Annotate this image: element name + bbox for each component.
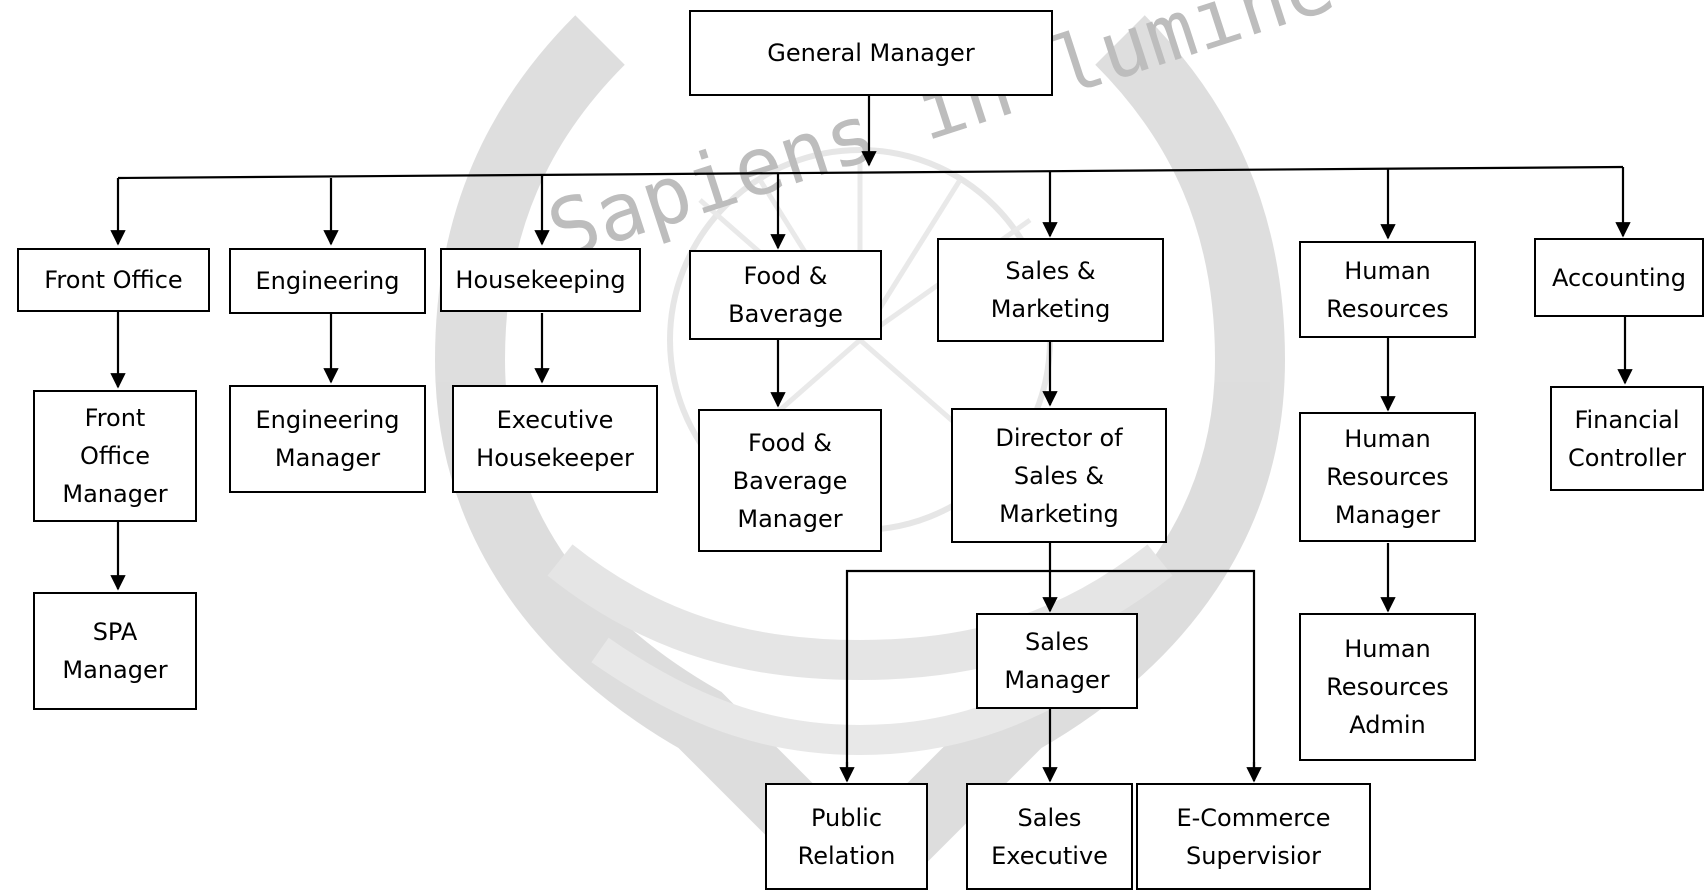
- node-label: Engineering Manager: [255, 406, 400, 472]
- connector-sales-bracket: [845, 569, 1256, 780]
- node-front-office-manager: Front Office Manager: [33, 390, 197, 522]
- node-general-manager: General Manager: [689, 10, 1053, 96]
- node-human-resources-manager: Human Resources Manager: [1299, 412, 1476, 542]
- node-sales-executive: Sales Executive: [966, 783, 1133, 890]
- node-spa-manager: SPA Manager: [33, 592, 197, 710]
- node-human-resources-admin: Human Resources Admin: [1299, 613, 1476, 761]
- node-engineering: Engineering: [229, 248, 426, 314]
- node-label: Sales Executive: [991, 803, 1108, 870]
- node-accounting: Accounting: [1534, 238, 1704, 317]
- node-label: Financial Controller: [1567, 405, 1687, 472]
- node-label: Front Office: [44, 266, 183, 294]
- node-label: Front Office Manager: [62, 404, 168, 508]
- node-front-office: Front Office: [17, 248, 210, 312]
- connector-bus: [117, 165, 1624, 180]
- node-label: Sales Manager: [1004, 628, 1110, 694]
- node-director-sales-marketing: Director of Sales & Marketing: [951, 408, 1167, 543]
- node-ecommerce-supervisor: E-Commerce Supervisior: [1136, 783, 1371, 890]
- node-label: SPA Manager: [62, 618, 168, 684]
- node-label: E-Commerce Supervisior: [1176, 803, 1331, 870]
- node-engineering-manager: Engineering Manager: [229, 385, 426, 493]
- node-executive-housekeeper: Executive Housekeeper: [452, 385, 658, 493]
- node-label: Engineering: [255, 267, 400, 295]
- node-food-beverage: Food & Baverage: [689, 250, 882, 340]
- node-label: Human Resources: [1326, 256, 1449, 323]
- node-label: Housekeeping: [455, 266, 626, 294]
- node-label: Director of Sales & Marketing: [995, 423, 1123, 528]
- node-human-resources: Human Resources: [1299, 241, 1476, 338]
- node-label: Executive Housekeeper: [476, 406, 634, 472]
- node-label: Accounting: [1551, 263, 1686, 292]
- node-sales-marketing: Sales & Marketing: [937, 238, 1164, 342]
- node-label: Food & Baverage: [728, 262, 843, 328]
- node-label: Sales & Marketing: [990, 257, 1111, 323]
- node-food-beverage-manager: Food & Baverage Manager: [698, 409, 882, 552]
- node-sales-manager: Sales Manager: [976, 613, 1138, 709]
- node-public-relation: Public Relation: [765, 783, 928, 890]
- node-label: Human Resources Manager: [1326, 425, 1449, 529]
- node-financial-controller: Financial Controller: [1550, 386, 1704, 491]
- node-label: Human Resources Admin: [1326, 635, 1449, 739]
- node-label: General Manager: [767, 39, 975, 67]
- node-label: Food & Baverage Manager: [732, 428, 848, 533]
- node-housekeeping: Housekeeping: [440, 248, 641, 312]
- node-label: Public Relation: [797, 803, 896, 870]
